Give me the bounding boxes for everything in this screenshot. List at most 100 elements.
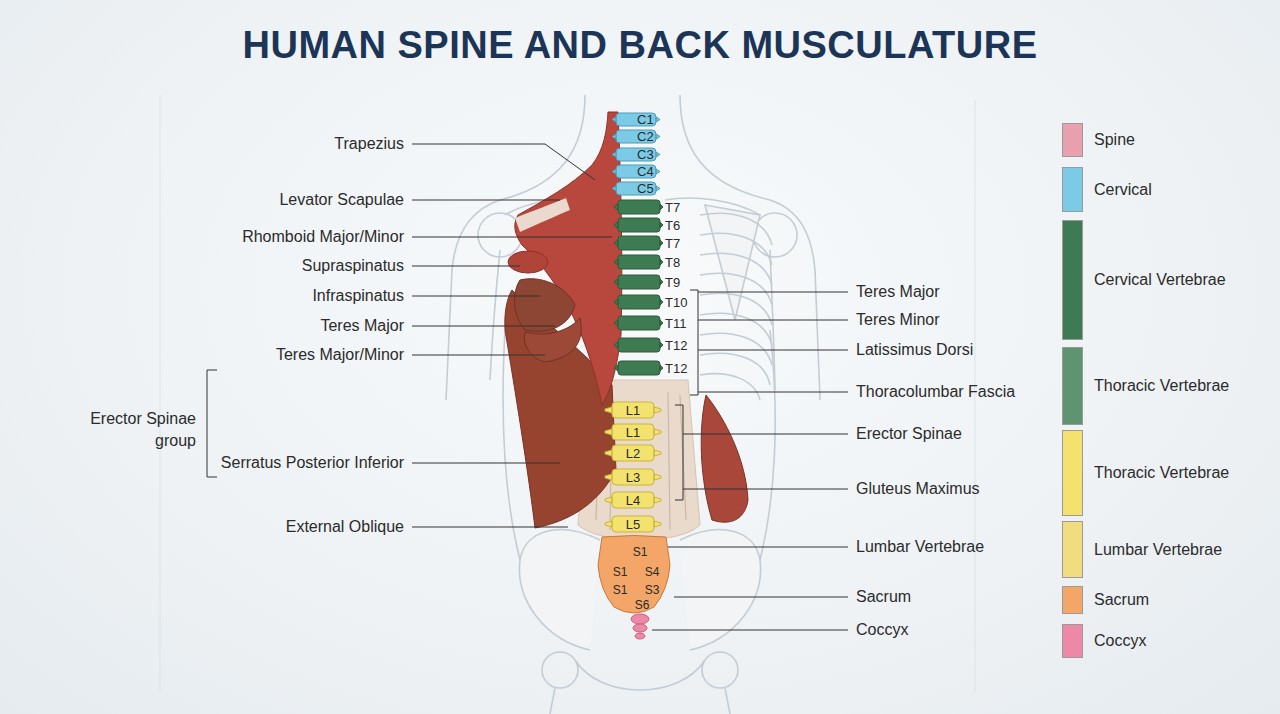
vertebra-label: T10 xyxy=(665,295,687,310)
label-block: Trapezius xyxy=(334,134,404,154)
text-holder: C5 xyxy=(637,179,654,197)
vertebra-label: T12 xyxy=(665,361,687,376)
legend-text-holder: Thoracic Vertebrae xyxy=(1094,376,1229,396)
vertebra: T12 xyxy=(614,359,694,377)
legend-swatch xyxy=(1062,167,1083,212)
text-holder: C2 xyxy=(637,127,654,145)
vertebra-label: L4 xyxy=(626,493,640,508)
legend-text-holder: Coccyx xyxy=(1094,631,1146,651)
body-outline xyxy=(680,95,820,400)
text-holder: T10 xyxy=(665,293,687,311)
legend-label: Sacrum xyxy=(1094,591,1149,608)
vertebra-outline xyxy=(614,316,663,330)
legend-entry: Lumbar Vertebrae xyxy=(1062,521,1272,578)
vertebra: L1 xyxy=(604,400,662,420)
label-block: Teres Major/Minor xyxy=(276,345,404,365)
part-label: Rhomboid Major/Minor xyxy=(242,228,404,245)
text-holder: C1 xyxy=(637,110,654,128)
text-holder: L4 xyxy=(604,491,662,509)
label-block: Erector Spinae group xyxy=(78,408,196,452)
vertebra-label: T8 xyxy=(665,255,680,270)
part-label: Levator Scapulae xyxy=(279,191,404,208)
vertebra-label: T7 xyxy=(665,236,680,251)
text-holder: T7 xyxy=(665,198,680,216)
text-holder: S1 xyxy=(613,562,628,580)
part-label: Teres Major xyxy=(320,317,404,334)
vertebra-label: S3 xyxy=(645,583,660,597)
coccyx-bone xyxy=(633,624,647,632)
vertebra: L2 xyxy=(604,443,662,463)
femur xyxy=(550,688,555,714)
muscle-fibre xyxy=(668,392,670,530)
part-label: Lumbar Vertebrae xyxy=(856,538,984,555)
part-label: Thoracolumbar Fascia xyxy=(856,383,1015,400)
legend-label: Coccyx xyxy=(1094,632,1146,649)
legend-label: Thoracic Vertebrae xyxy=(1094,464,1229,481)
vertebra-label: S1 xyxy=(613,583,628,597)
vertebra: T6 xyxy=(614,216,694,234)
arm-outline xyxy=(490,250,500,380)
leader-line xyxy=(412,296,540,297)
vertebra-label: T9 xyxy=(665,275,680,290)
latissimus-muscle xyxy=(701,395,748,522)
label-block: External Oblique xyxy=(286,517,404,537)
vertebra-label: S4 xyxy=(645,565,660,579)
leader-line xyxy=(412,200,560,201)
vertebra-label: T12 xyxy=(665,338,687,353)
pelvis xyxy=(575,660,705,690)
vertebra: T11 xyxy=(614,314,694,332)
vertebra-outline xyxy=(614,255,663,269)
leader-line xyxy=(412,527,568,528)
legend-entry: Sacrum xyxy=(1062,586,1272,614)
vertebra: L1 xyxy=(604,422,662,442)
vertebra: C2 xyxy=(612,128,664,145)
vertebra-shape xyxy=(614,253,694,271)
legend-entry: Thoracic Vertebrae xyxy=(1062,430,1272,516)
rib xyxy=(700,333,772,365)
rib xyxy=(700,213,772,245)
text-holder: S1 xyxy=(613,580,628,598)
vertebra-outline xyxy=(605,424,661,440)
legend-entry: Thoracic Vertebrae xyxy=(1062,347,1272,425)
infraspinatus-muscle xyxy=(515,279,575,332)
part-label: Gluteus Maximus xyxy=(856,480,980,497)
text-holder: S3 xyxy=(645,580,660,598)
text-holder: L1 xyxy=(604,401,662,419)
vertebra-label: C5 xyxy=(637,181,654,196)
legend-text-holder: Cervical Vertebrae xyxy=(1094,270,1226,290)
label-block: Supraspinatus xyxy=(302,256,404,276)
pelvis xyxy=(519,530,600,650)
vertebra-shape xyxy=(614,216,694,234)
part-label: Sacrum xyxy=(856,588,911,605)
vertebra: T12 xyxy=(614,336,694,354)
leader-line xyxy=(668,547,848,548)
vertebra-label: L1 xyxy=(626,403,640,418)
vertebra: C4 xyxy=(612,163,664,180)
rib xyxy=(700,233,772,265)
legend-swatch xyxy=(1062,123,1083,157)
title-block: HUMAN SPINE AND BACK MUSCULATURE xyxy=(0,22,1280,68)
legend-entry: Cervical Vertebrae xyxy=(1062,220,1272,340)
vertebra-label: L1 xyxy=(626,425,640,440)
vertebra-shape xyxy=(614,234,694,252)
legend-entry: Coccyx xyxy=(1062,624,1272,658)
part-label: Erector Spinae group xyxy=(90,410,196,449)
vertebra: C3 xyxy=(612,146,664,163)
leader-line xyxy=(412,237,612,238)
rib xyxy=(700,273,772,305)
text-holder: S6 xyxy=(635,595,650,613)
rib xyxy=(700,253,772,285)
text-holder: L2 xyxy=(604,444,662,462)
vertebra: C1 xyxy=(612,111,664,128)
leader-line xyxy=(698,392,848,393)
legend-text-holder: Lumbar Vertebrae xyxy=(1094,540,1222,560)
supraspinatus-muscle xyxy=(508,251,548,273)
vertebra-label: L3 xyxy=(626,470,640,485)
vertebra-label: T7 xyxy=(665,200,680,215)
vertebra: T8 xyxy=(614,253,694,271)
text-holder: T12 xyxy=(665,359,687,377)
vertebra-label: L5 xyxy=(626,517,640,532)
coccyx-bone xyxy=(631,614,649,624)
leader-line xyxy=(412,144,595,180)
legend-entry: Spine xyxy=(1062,123,1272,157)
